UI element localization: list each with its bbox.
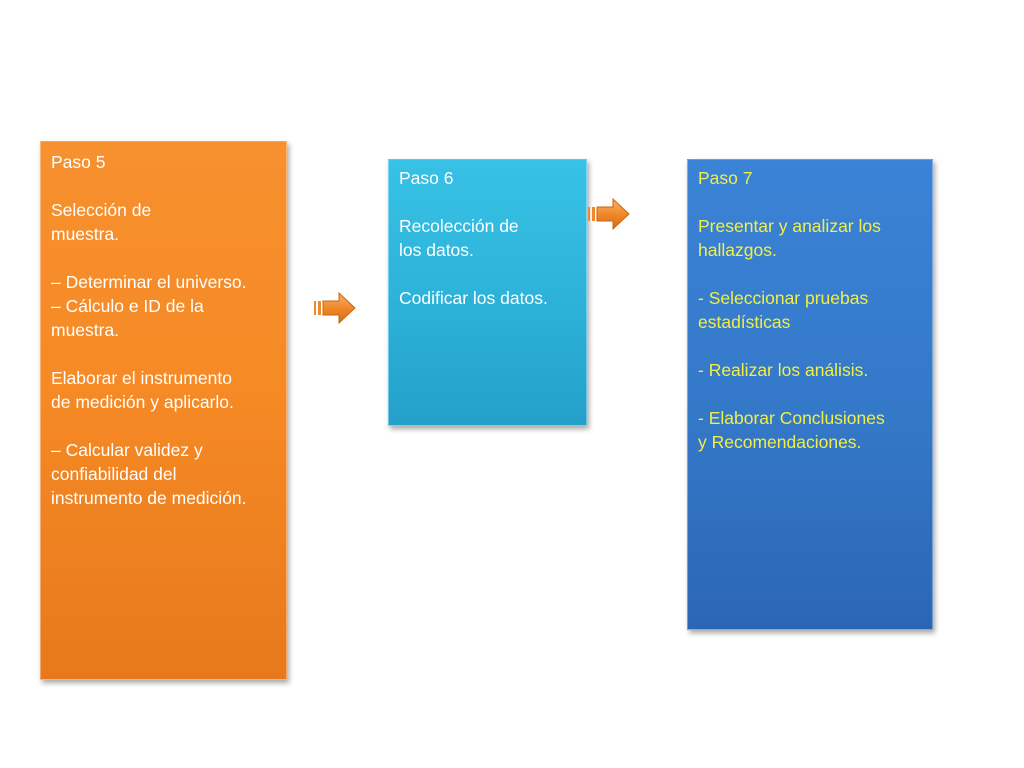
right-arrow-icon bbox=[314, 291, 356, 325]
step-6-subtitle: Recolección de los datos. bbox=[399, 216, 519, 260]
step-7-title: Paso 7 bbox=[698, 168, 753, 188]
step-5-title: Paso 5 bbox=[51, 152, 106, 172]
step-6-box: Paso 6 Recolección de los datos. Codific… bbox=[388, 159, 587, 426]
step-5-box: Paso 5 Selección de muestra. – Determina… bbox=[40, 141, 287, 680]
step-5-instrument: Elaborar el instrumento de medición y ap… bbox=[51, 368, 234, 412]
step-7-conclusions: - Elaborar Conclusiones y Recomendacione… bbox=[698, 408, 885, 452]
step-5-subtitle: Selección de muestra. bbox=[51, 200, 152, 244]
step-6-title: Paso 6 bbox=[399, 168, 454, 188]
step-6-coding: Codificar los datos. bbox=[399, 288, 548, 308]
step-7-analysis: - Realizar los análisis. bbox=[698, 360, 869, 380]
step-7-subtitle: Presentar y analizar los hallazgos. bbox=[698, 216, 881, 260]
step-7-box: Paso 7 Presentar y analizar los hallazgo… bbox=[687, 159, 933, 630]
step-7-tests: - Seleccionar pruebas estadísticas bbox=[698, 288, 869, 332]
step-5-validity: – Calcular validez y confiabilidad del i… bbox=[51, 440, 247, 508]
step-5-points: – Determinar el universo. – Cálculo e ID… bbox=[51, 272, 247, 340]
right-arrow-icon bbox=[588, 197, 630, 231]
